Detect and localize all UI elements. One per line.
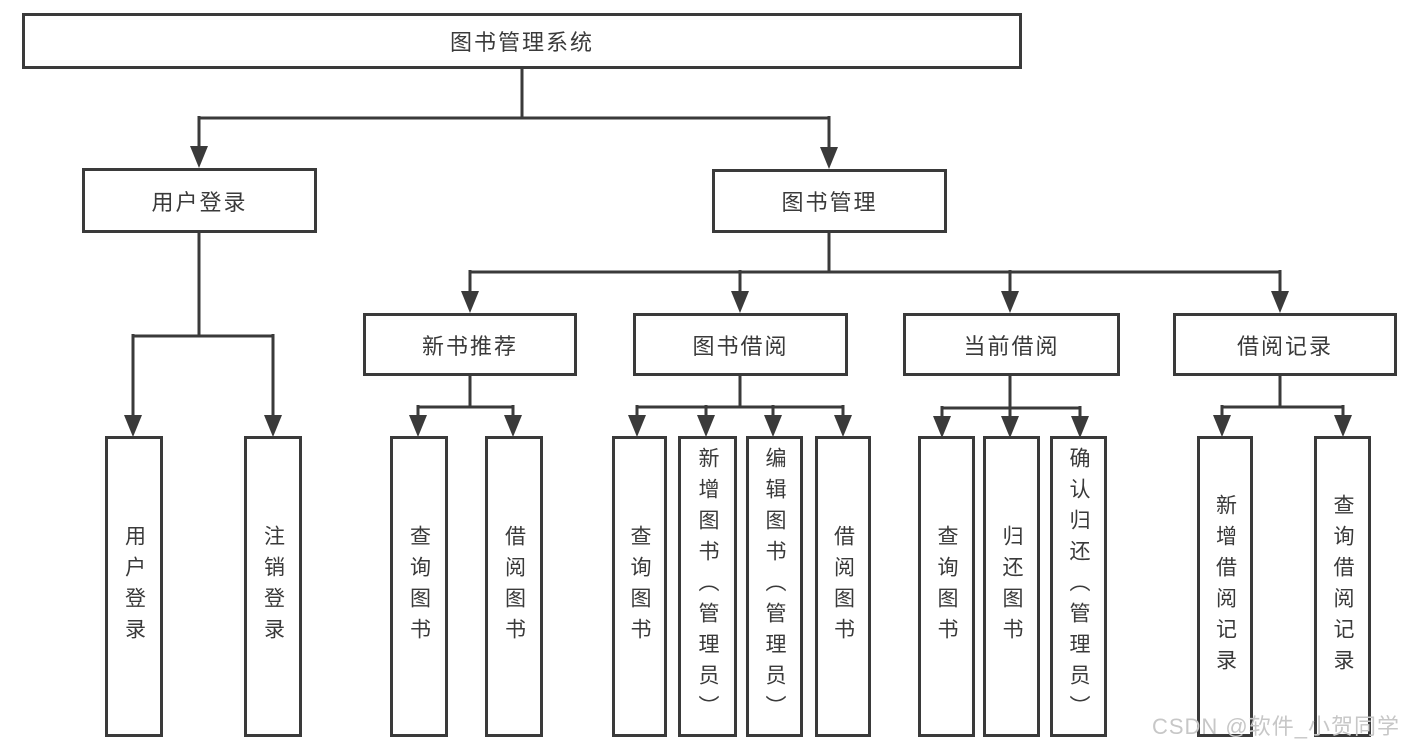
node-user-login: 用户登录 [82, 168, 317, 233]
leaf-logout: 注销登录 [244, 436, 302, 737]
leaf-return-books: 归还图书 [983, 436, 1040, 737]
leaf-borrow-books: 借阅图书 [815, 436, 871, 737]
node-borrowing-records: 借阅记录 [1173, 313, 1397, 376]
node-book-borrowing: 图书借阅 [633, 313, 848, 376]
csdn-watermark: CSDN @软件_小贺同学 [1151, 714, 1400, 739]
node-current-borrowing: 当前借阅 [903, 313, 1120, 376]
leaf-edit-books-admin: 编辑图书（管理员） [746, 436, 803, 737]
leaf-query-books-recommend: 查询图书 [390, 436, 448, 737]
leaf-query-books-current: 查询图书 [918, 436, 975, 737]
leaf-query-books-borrowing: 查询图书 [612, 436, 667, 737]
leaf-query-borrow-record: 查询借阅记录 [1314, 436, 1371, 737]
leaf-user-login: 用户登录 [105, 436, 163, 737]
node-book-management: 图书管理 [712, 169, 947, 233]
leaf-confirm-return-admin: 确认归还（管理员） [1050, 436, 1107, 737]
leaf-add-borrow-record: 新增借阅记录 [1197, 436, 1253, 737]
leaf-borrow-books-recommend: 借阅图书 [485, 436, 543, 737]
leaf-add-books-admin: 新增图书（管理员） [678, 436, 737, 737]
node-library-management-system: 图书管理系统 [22, 13, 1022, 69]
node-new-book-recommendation: 新书推荐 [363, 313, 577, 376]
